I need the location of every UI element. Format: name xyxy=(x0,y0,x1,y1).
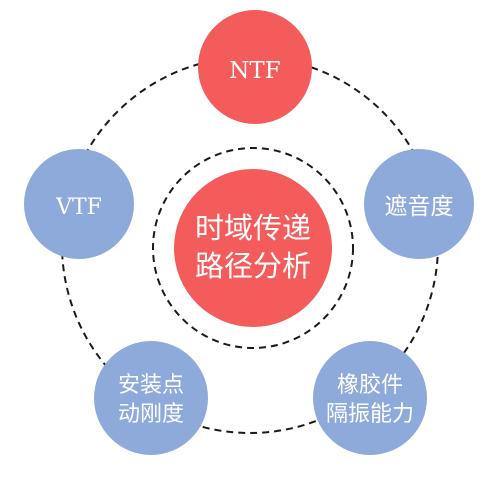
node-ntf-circle xyxy=(198,10,312,124)
node-vtf-circle xyxy=(24,149,134,259)
center-node: 时域传递 路径分析 xyxy=(174,169,332,327)
center-label-line1: 时域传递 xyxy=(195,211,311,245)
node-ntf-label: NTF xyxy=(229,58,280,84)
inner-dashed-ring xyxy=(152,147,354,349)
node-ntf: NTF xyxy=(198,10,312,124)
node-sound-insulation-label: 遮音度 xyxy=(385,194,454,220)
node-rubber-isolation-line1: 橡胶件 xyxy=(337,373,403,398)
node-rubber-isolation-line2: 隔振能力 xyxy=(326,402,414,427)
center-label-line2: 路径分析 xyxy=(195,249,311,283)
node-mount-stiffness-line1: 安装点 xyxy=(118,373,184,398)
node-mount-stiffness-circle xyxy=(94,341,208,455)
node-rubber-isolation: 橡胶件 隔振能力 xyxy=(313,341,427,455)
node-vtf-label: VTF xyxy=(55,195,102,220)
node-sound-insulation: 遮音度 xyxy=(364,149,474,259)
node-mount-stiffness: 安装点 动刚度 xyxy=(94,341,208,455)
center-node-circle xyxy=(174,169,332,327)
node-sound-insulation-circle xyxy=(364,149,474,259)
node-vtf: VTF xyxy=(24,149,134,259)
node-mount-stiffness-line2: 动刚度 xyxy=(118,402,184,427)
node-rubber-isolation-circle xyxy=(313,341,427,455)
